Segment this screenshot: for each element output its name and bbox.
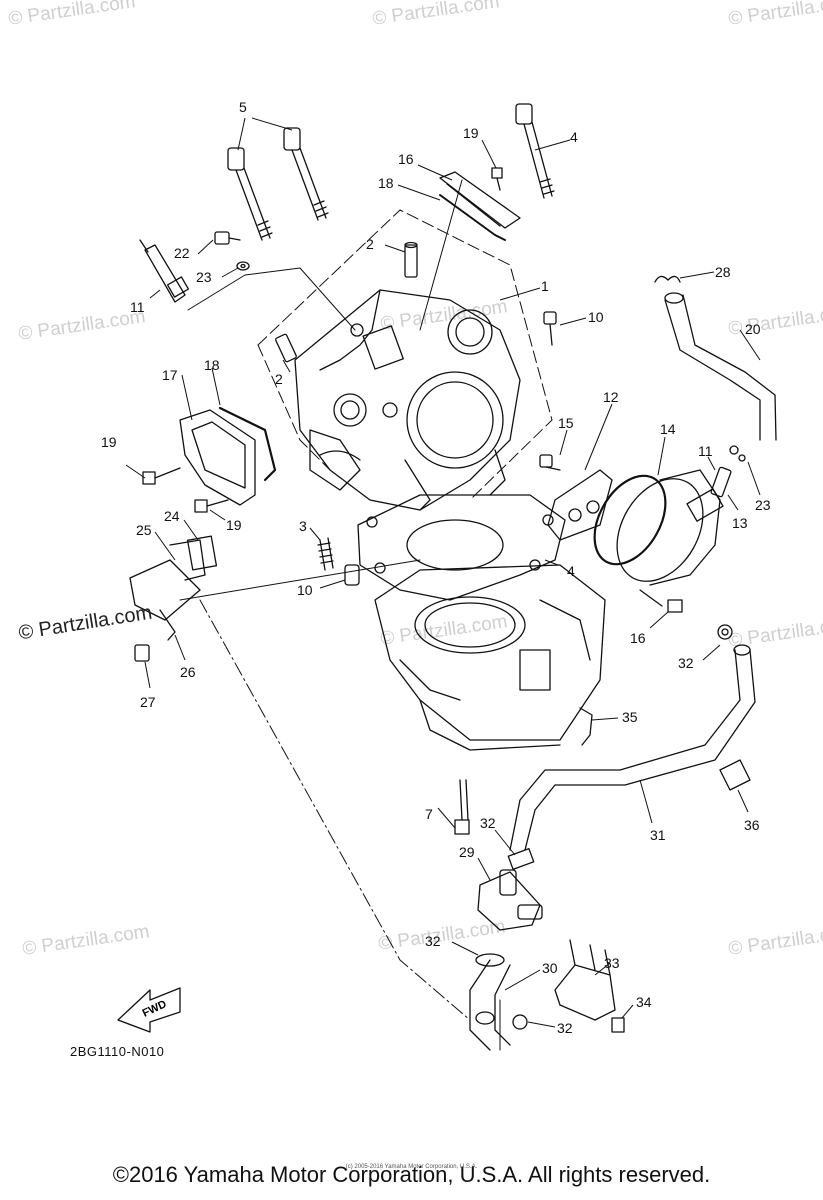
head-bolt	[227, 103, 555, 241]
callout-label: 30	[542, 960, 558, 976]
hose	[469, 959, 511, 1051]
callout-label: 5	[239, 99, 247, 115]
callout-label: 29	[459, 844, 475, 860]
callout-label: 26	[180, 664, 196, 680]
callout-label: 4	[570, 129, 578, 145]
clamp	[475, 953, 528, 1030]
callout-label: 3	[299, 518, 307, 534]
callout-label: 11	[130, 299, 145, 315]
bracket	[129, 535, 218, 641]
dowel-pin	[275, 241, 418, 363]
washer	[236, 261, 250, 271]
valve-cover	[179, 406, 277, 506]
callout-label: 7	[425, 806, 433, 822]
callout-label: 10	[297, 582, 313, 598]
air-valve	[477, 848, 543, 931]
callout-label: 15	[558, 415, 574, 431]
callout-label: 2	[275, 371, 283, 387]
clip	[654, 275, 681, 283]
callout-label: 19	[226, 517, 242, 533]
callout-label: 25	[136, 522, 152, 538]
hose	[664, 292, 777, 441]
o-ring	[593, 474, 667, 566]
cylinder-head	[294, 289, 521, 511]
valve-cover	[439, 171, 521, 241]
callout-leaders	[125, 117, 761, 1028]
spark-plug	[139, 239, 190, 303]
bolt	[539, 311, 561, 471]
callout-label: 32	[678, 655, 694, 671]
bolt	[491, 167, 503, 191]
leader-line	[419, 179, 463, 331]
leader-line	[187, 267, 356, 331]
callout-label: 2	[366, 236, 374, 252]
callout-label: 36	[744, 817, 760, 833]
fine-print: (c) 2005-2016 Yamaha Motor Corporation, …	[345, 1164, 478, 1170]
callout-label: 17	[162, 367, 178, 383]
bolt	[639, 589, 683, 613]
stud	[317, 537, 334, 571]
leader-line	[199, 599, 471, 1021]
leader-line	[179, 559, 421, 601]
bolt	[214, 231, 241, 245]
callout-label: 31	[650, 827, 666, 843]
callout-label: 19	[463, 125, 479, 141]
assembly-outline	[257, 344, 331, 471]
diagram-code: 2BG1110-N010	[70, 1044, 165, 1059]
callout-label: 16	[630, 630, 646, 646]
callout-label: 12	[603, 389, 619, 405]
callout-label: 22	[174, 245, 190, 261]
callout-label: 24	[164, 508, 180, 524]
clamp	[579, 624, 751, 791]
bracket	[554, 939, 616, 1021]
copyright-notice: ©2016 Yamaha Motor Corporation, U.S.A. A…	[112, 1162, 711, 1187]
callout-label: 13	[732, 515, 748, 531]
collar	[344, 564, 360, 586]
callout-label: 34	[636, 994, 652, 1010]
fwd-label: FWD	[141, 998, 169, 1019]
bolt	[611, 1017, 625, 1033]
callout-label: 11	[698, 443, 713, 459]
bolt	[454, 779, 470, 835]
bolt	[142, 467, 181, 485]
callout-label: 4	[567, 563, 575, 579]
cylinder-block	[374, 564, 606, 751]
callout-label: 18	[204, 357, 220, 373]
callout-label: 32	[425, 933, 441, 949]
callout-label: 19	[101, 434, 117, 450]
fwd-arrow	[117, 987, 181, 1033]
head-gasket	[357, 494, 566, 601]
callout-label: 32	[480, 815, 496, 831]
callout-label: 18	[378, 175, 394, 191]
callout-label: 28	[715, 264, 731, 280]
callout-label: 16	[398, 151, 414, 167]
bolt	[194, 499, 229, 513]
callout-label: 32	[557, 1020, 573, 1036]
callout-label: 23	[196, 269, 212, 285]
callout-label: 23	[755, 497, 771, 513]
hose	[509, 644, 756, 851]
callout-label: 14	[660, 421, 676, 437]
filter-plate	[547, 469, 613, 541]
assembly-outline	[257, 209, 553, 501]
callout-label: 10	[588, 309, 604, 325]
callout-label: 20	[745, 321, 761, 337]
filter-cover	[616, 469, 724, 586]
bolt	[134, 644, 150, 662]
callout-label: 27	[140, 694, 156, 710]
callout-label: 33	[604, 955, 620, 971]
callout-label: 1	[541, 278, 549, 294]
fitting	[710, 445, 746, 498]
callout-label: 35	[622, 709, 638, 725]
